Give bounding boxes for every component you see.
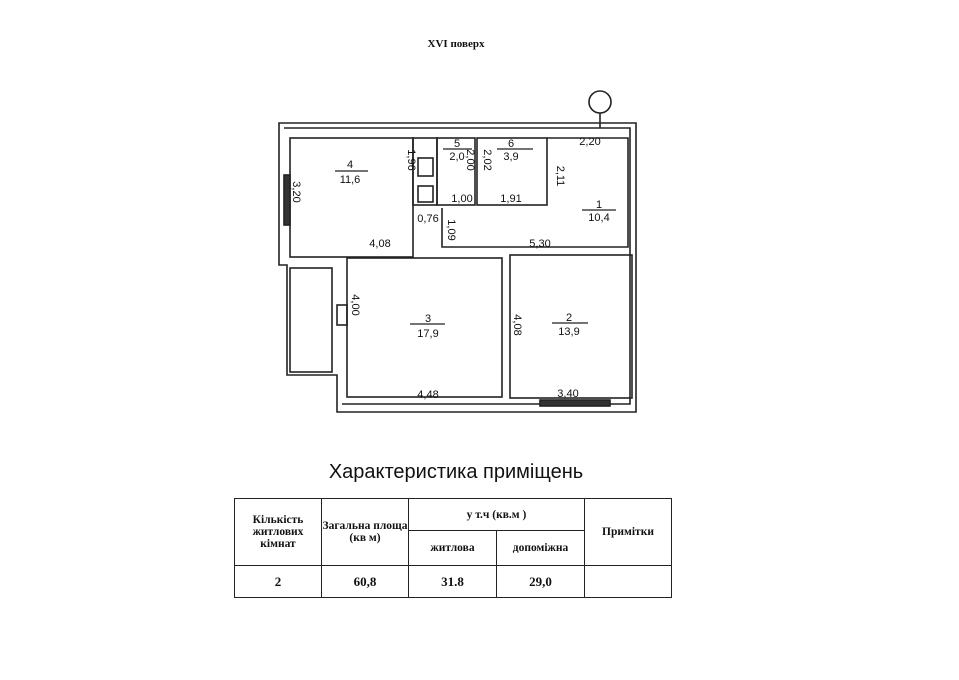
dimension: 2,00 [464,149,476,170]
floor-plan: 4 11,6 5 2,0 6 3,9 1 10,4 3 17,9 2 13,9 … [278,90,637,413]
room-area: 17,9 [417,328,438,340]
riser-circle [588,90,612,114]
room-1-outline [441,137,629,248]
room-5-outline [436,137,476,206]
dimension: 2,11 [554,166,566,187]
dimension: 1,09 [445,219,457,240]
room-number: 5 [454,138,460,150]
dimension: 5,30 [529,238,550,250]
dimension: 3,20 [290,181,302,202]
dimension: 3,40 [557,388,578,400]
outer-wall [278,122,637,413]
outer-wall-inner [284,127,631,405]
shaft-cell [417,185,434,203]
balcony-outline [289,267,333,373]
header-auxiliary: допоміжна [496,530,585,566]
room-area: 11,6 [340,174,361,186]
header-rooms-count: Кількість житлових кімнат [234,498,322,566]
walls [278,90,637,413]
cell-rooms-count: 2 [234,565,322,598]
dimension: 4,08 [511,314,523,335]
dimension: 1,91 [500,193,521,205]
dimension: 0,76 [417,213,438,225]
room-3-outline [346,257,503,398]
room-area: 13,9 [558,326,579,338]
dimension: 4,00 [349,294,361,315]
room-area: 10,4 [588,212,609,224]
dimension: 4,48 [417,389,438,401]
room-2-outline [509,254,633,399]
header-total-area: Загальна площа (кв м) [321,498,409,566]
dimension-labels: 1,96 2,00 2,02 2,11 3,20 1,00 1,91 0,76 … [290,136,601,401]
shaft-cell [417,157,434,177]
room-number: 6 [508,138,514,150]
dimension: 1,96 [405,149,417,170]
room-labels: 4 11,6 5 2,0 6 3,9 1 10,4 3 17,9 2 13,9 [340,138,610,340]
room-number: 4 [347,159,353,171]
header-notes: Примітки [584,498,672,566]
room-number: 3 [425,313,431,325]
room-4-outline [289,137,414,258]
table-heading: Характеристика приміщень [328,461,584,483]
room-number: 2 [566,312,572,324]
room-area: 2,0 [449,151,464,163]
header-including: у т.ч (кв.м ) [408,498,585,531]
dimension: 1,00 [451,193,472,205]
rooms-characteristics-table: Кількість житлових кімнат Загальна площа… [234,498,672,598]
cell-living: 31.8 [408,565,497,598]
header-living: житлова [408,530,497,566]
room-number: 1 [596,199,602,211]
area-underlines [335,148,616,325]
table-row: 2 60,8 31.8 29,0 [234,565,672,598]
floor-title: XVI поверх [427,38,485,50]
room-6-outline [476,137,548,206]
dimension: 4,08 [369,238,390,250]
cell-notes [584,565,672,598]
window-room-4 [283,174,291,226]
cell-auxiliary: 29,0 [496,565,585,598]
cell-total-area: 60,8 [321,565,409,598]
room-area: 3,9 [503,151,518,163]
balcony-door [336,304,348,326]
window-room-2 [539,399,611,407]
dimension: 2,20 [579,136,600,148]
dimension: 2,02 [481,149,493,170]
